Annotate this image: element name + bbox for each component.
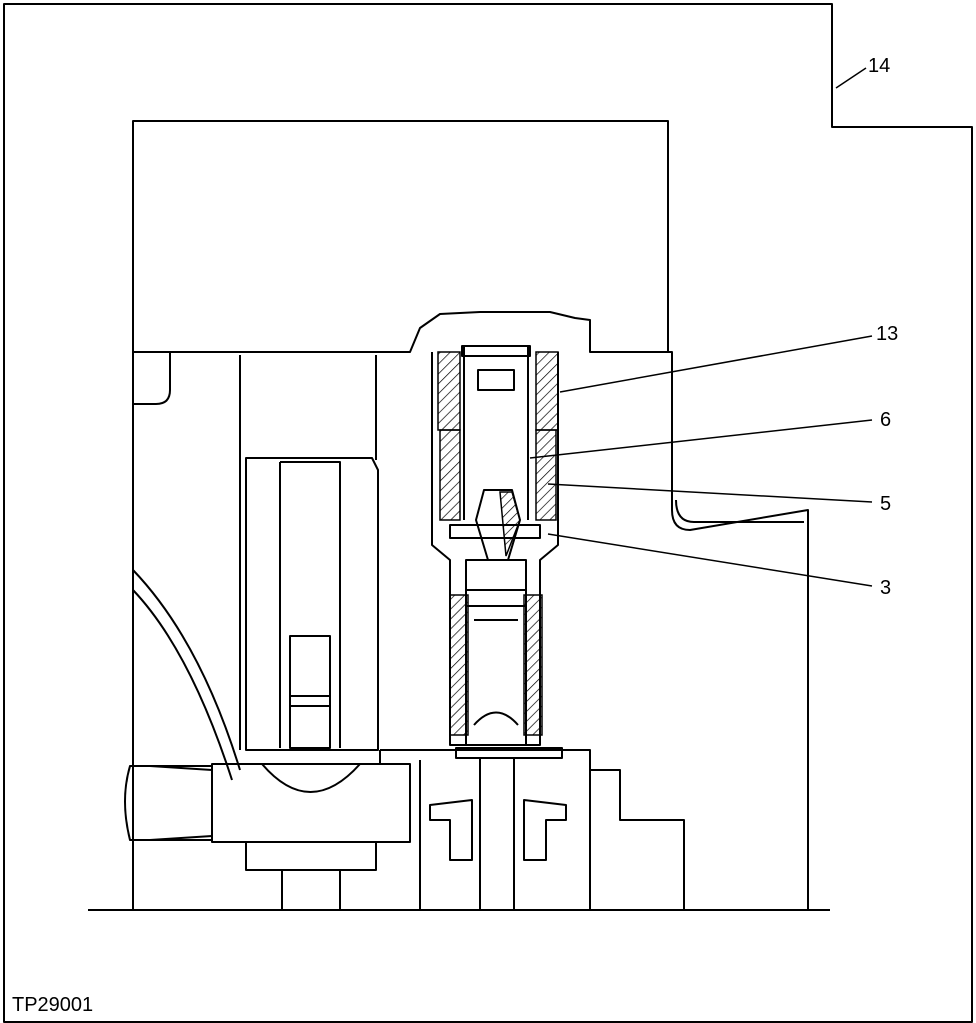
- cross-shaft: [124, 765, 213, 841]
- seal-right-mid: [535, 429, 557, 521]
- leader-13: [559, 335, 873, 393]
- sleeve-right-lower: [523, 594, 543, 736]
- lower-piston: [465, 559, 527, 746]
- lower-piston-ball: [473, 711, 519, 726]
- crank-arm-sides: [239, 355, 377, 750]
- body-left-profile: [132, 351, 171, 910]
- crank-arm-inner: [279, 461, 341, 748]
- stem: [479, 758, 515, 910]
- seal-left-mid: [439, 429, 461, 521]
- right-base-block: [590, 769, 685, 910]
- callout-14: 14: [868, 55, 890, 77]
- cross-shaft-taper: [149, 765, 213, 841]
- cross-shaft-notch: [261, 763, 361, 793]
- body-right-step: [675, 499, 804, 523]
- leader-14: [835, 67, 867, 89]
- spring-seat: [429, 799, 567, 861]
- lower-cover: [379, 749, 591, 910]
- cross-shaft-lower: [245, 842, 377, 910]
- left-curve: [132, 569, 241, 781]
- figure-id: TP29001: [12, 994, 93, 1016]
- seal-right-upper: [535, 351, 559, 431]
- stem-collar: [455, 747, 563, 759]
- seal-left-upper: [437, 351, 461, 431]
- upper-block: [132, 120, 669, 353]
- callout-13: 13: [876, 323, 898, 345]
- cross-shaft-body: [211, 763, 411, 843]
- sleeve-left-lower: [449, 594, 469, 736]
- piston-bore-inner: [461, 345, 531, 520]
- valve-cone-hatch: [499, 491, 521, 557]
- callout-5: 5: [880, 493, 891, 515]
- body-right-profile: [668, 351, 809, 910]
- plunger-tip: [477, 369, 515, 391]
- crank-pin: [289, 635, 331, 749]
- callout-6: 6: [880, 409, 891, 431]
- valve-seat: [449, 524, 541, 539]
- callout-3: 3: [880, 577, 891, 599]
- leader-6: [529, 419, 873, 459]
- crank-arm: [245, 457, 379, 751]
- housing-outline: [3, 3, 973, 1023]
- leader-3: [547, 533, 873, 587]
- leader-5: [547, 483, 873, 503]
